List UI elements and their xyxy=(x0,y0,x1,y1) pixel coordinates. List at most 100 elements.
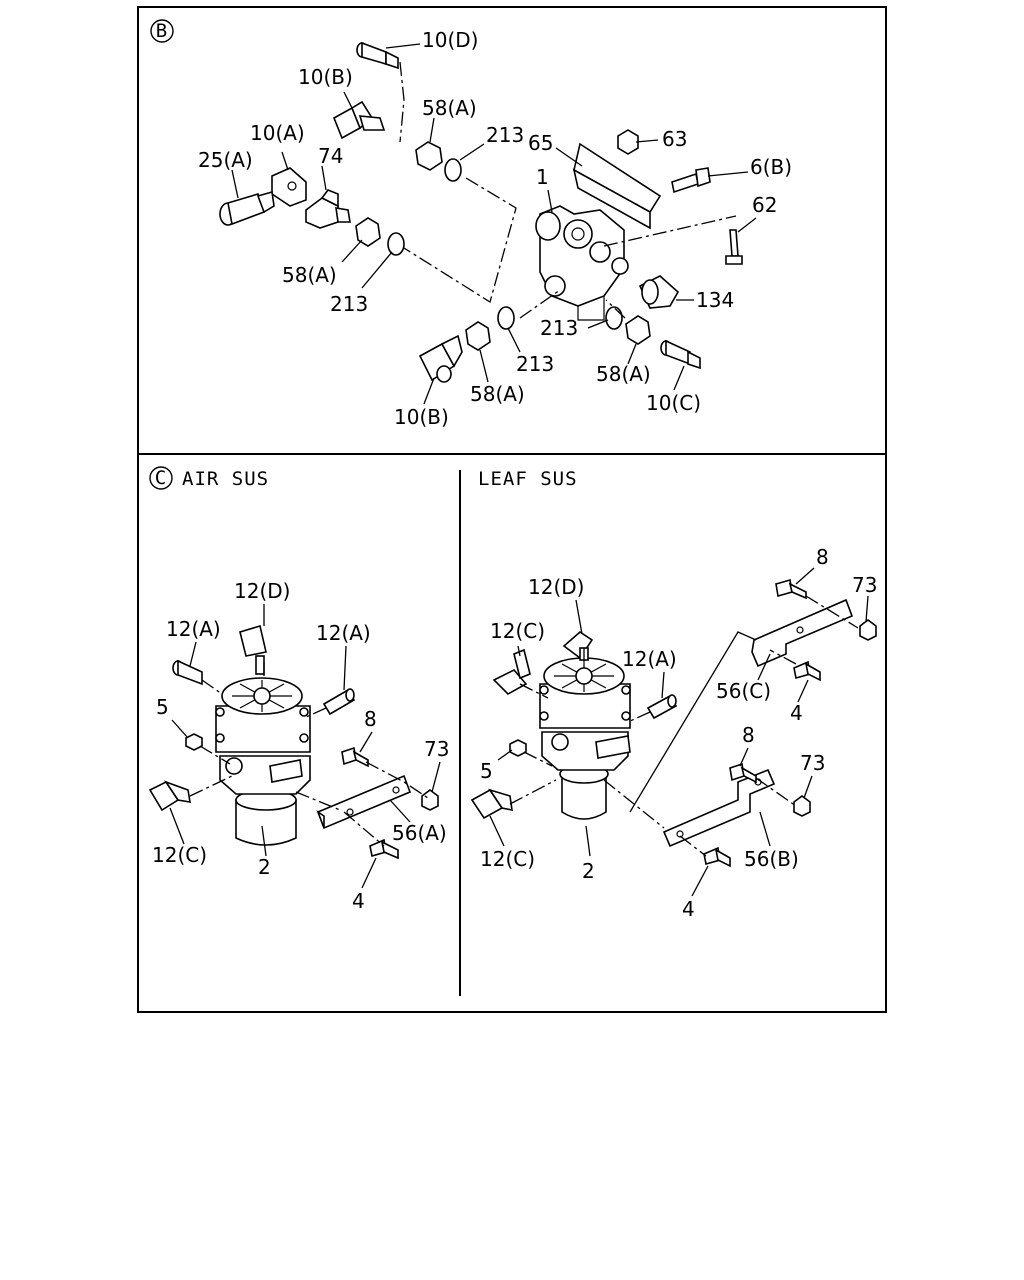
leaf-sus-labels: 12(D) 8 73 12(C) 12(A) 56(C) 4 8 73 5 12… xyxy=(480,545,877,921)
label: 58(A) xyxy=(422,96,477,120)
nut-5-leaf xyxy=(509,739,527,757)
valve-25a xyxy=(219,190,275,226)
label: 8 xyxy=(364,707,377,731)
fitting-12c-lower-leaf xyxy=(470,788,513,820)
svg-text:C: C xyxy=(155,467,167,489)
label: 4 xyxy=(352,889,365,913)
label: 134 xyxy=(696,288,734,312)
label: 5 xyxy=(156,695,169,719)
label: 12(C) xyxy=(480,847,535,871)
label: 10(D) xyxy=(422,28,478,52)
label: 56(A) xyxy=(392,821,447,845)
label: 12(A) xyxy=(166,617,221,641)
oring-213-2 xyxy=(387,232,405,256)
label: 74 xyxy=(318,144,343,168)
section-b-leaders xyxy=(231,43,757,405)
label: 10(B) xyxy=(394,405,449,429)
oring-213-1 xyxy=(444,158,462,182)
oring-213-4 xyxy=(605,306,623,330)
label: 5 xyxy=(480,759,493,783)
label: 213 xyxy=(486,123,524,147)
bolt-8-air xyxy=(341,746,369,768)
relay-valve-2-leaf xyxy=(539,657,631,820)
nut-58a-3 xyxy=(465,321,491,351)
fitting-10c xyxy=(660,339,701,370)
bolt-8-upper-leaf xyxy=(775,578,807,600)
label: 56(C) xyxy=(716,679,771,703)
leaf-sus-parts xyxy=(470,578,877,868)
label: 12(C) xyxy=(490,619,545,643)
nut-58a-2 xyxy=(355,217,381,247)
label: 2 xyxy=(582,859,595,883)
air-sus-parts xyxy=(148,624,439,860)
nut-63 xyxy=(617,129,639,155)
fitting-12a-right-air xyxy=(322,688,356,716)
label: 56(B) xyxy=(744,847,799,871)
fitting-10d xyxy=(356,41,399,70)
label: 4 xyxy=(790,701,803,725)
label: 6(B) xyxy=(750,155,792,179)
label: 62 xyxy=(752,193,777,217)
section-c-marker: C xyxy=(149,466,173,490)
label: 10(C) xyxy=(646,391,701,415)
label: 12(D) xyxy=(528,575,584,599)
label: 58(A) xyxy=(282,263,337,287)
nut-58a-1 xyxy=(415,141,443,171)
fitting-10a xyxy=(271,167,307,207)
nut-5-air xyxy=(185,733,203,751)
relay-valve-2-air xyxy=(215,677,311,846)
label: 12(C) xyxy=(152,843,207,867)
fitting-12a-left-air xyxy=(172,659,203,686)
fitting-12a-leaf xyxy=(646,694,678,720)
bracket-56c xyxy=(751,598,854,668)
fitting-10b-lower xyxy=(418,334,463,383)
label: 213 xyxy=(540,316,578,340)
label: 2 xyxy=(258,855,271,879)
air-sus-leaders xyxy=(169,604,441,889)
fitting-12d-air xyxy=(239,624,267,675)
label: 73 xyxy=(852,573,877,597)
bolt-62 xyxy=(725,229,743,265)
label: 10(B) xyxy=(298,65,353,89)
leaf-sus-title: LEAF SUS xyxy=(478,468,578,490)
nut-58a-4 xyxy=(625,315,651,345)
fitting-74 xyxy=(305,189,351,229)
svg-text:B: B xyxy=(156,20,168,42)
label: 73 xyxy=(424,737,449,761)
section-b-parts xyxy=(219,41,743,383)
air-sus-title: AIR SUS xyxy=(182,468,269,490)
nut-73-upper-leaf xyxy=(859,619,877,641)
plug-134 xyxy=(638,275,680,309)
label: 12(D) xyxy=(234,579,290,603)
label: 12(A) xyxy=(622,647,677,671)
air-sus-labels: 12(D) 12(A) 12(A) 5 8 73 12(C) 2 56(A) 4 xyxy=(152,579,449,913)
bolt-4-lower-leaf xyxy=(703,846,731,868)
leaf-sus-leaders xyxy=(489,567,869,897)
label: 10(A) xyxy=(250,121,305,145)
label: 1 xyxy=(536,165,549,189)
fitting-10b-upper xyxy=(332,100,386,140)
nut-73-air xyxy=(421,789,439,811)
bracket-56a xyxy=(316,774,412,830)
label: 12(A) xyxy=(316,621,371,645)
label: 58(A) xyxy=(596,362,651,386)
section-b-marker: B xyxy=(150,19,174,43)
fitting-12c-air xyxy=(148,780,191,812)
label: 4 xyxy=(682,897,695,921)
bolt-4-air xyxy=(369,838,399,860)
bolt-8-lower-leaf xyxy=(729,762,757,784)
label: 65 xyxy=(528,131,553,155)
bolt-6b xyxy=(671,167,711,194)
label: 213 xyxy=(516,352,554,376)
bolt-4-upper-leaf xyxy=(793,660,821,682)
oring-213-3 xyxy=(497,306,515,330)
label: 73 xyxy=(800,751,825,775)
label: 213 xyxy=(330,292,368,316)
outer-frame xyxy=(137,6,887,1013)
section-b-labels: 10(D) 10(B) 58(A) 213 65 63 10(A) 74 25(… xyxy=(198,28,792,429)
label: 63 xyxy=(662,127,687,151)
fitting-12d-leaf xyxy=(562,630,594,661)
bracket-56b xyxy=(662,768,776,848)
label: 8 xyxy=(742,723,755,747)
